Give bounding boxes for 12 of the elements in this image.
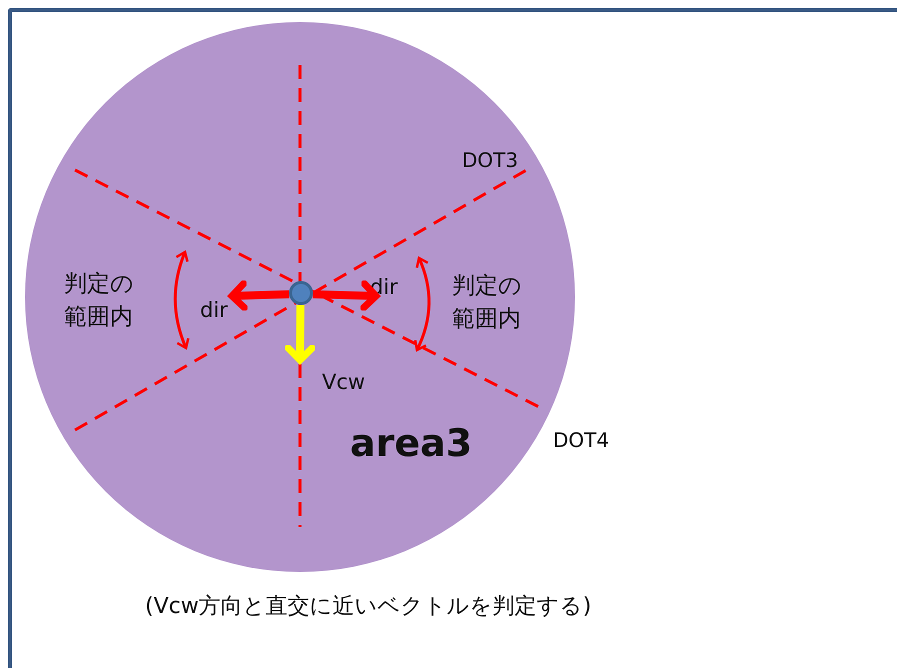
arrow bbox=[228, 280, 290, 312]
caption: (Vcw方向と直交に近いベクトルを判定する) bbox=[145, 596, 592, 618]
edge-label: Vcw bbox=[322, 372, 366, 393]
point-label: DOT4 bbox=[553, 430, 610, 450]
point-label: DOT3 bbox=[462, 150, 518, 170]
center-dot bbox=[289, 281, 313, 305]
range-label: 判定の範囲内 bbox=[452, 272, 523, 334]
area-label: area3 bbox=[350, 424, 472, 462]
arrow bbox=[284, 304, 316, 364]
range-label: 判定の範囲内 bbox=[64, 270, 135, 332]
arrow bbox=[312, 280, 380, 312]
edge-label: dir bbox=[200, 300, 228, 321]
